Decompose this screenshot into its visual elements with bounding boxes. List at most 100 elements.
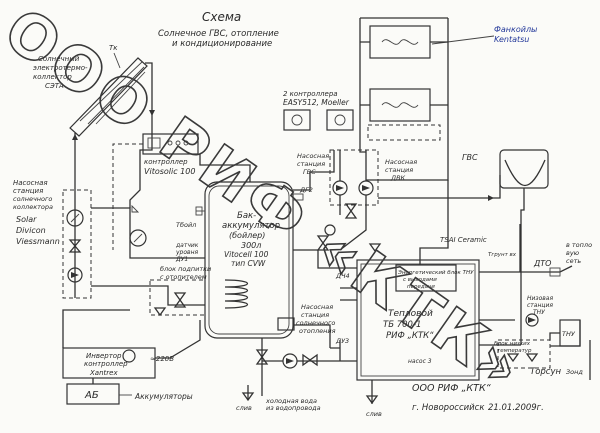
solar-loop-pipe [91, 207, 205, 259]
vitosolic-label-1: контроллер [144, 158, 188, 166]
pump-dvk-label-2: станция [385, 166, 413, 174]
controller-box-1 [283, 109, 311, 131]
solar-station-label-6: Divicon [16, 226, 46, 235]
heating-station-label-3: солнечного [296, 319, 335, 327]
heatpump-frame-label-1: Энергетический блок ТНУ [397, 270, 474, 276]
batteries-label: Аккумуляторы [134, 392, 193, 401]
title-line1: Солнечное ГВС, отопление [158, 29, 279, 39]
arrow-down-icon [149, 110, 155, 116]
heating-station-controller [277, 317, 295, 331]
company-watermark: ООО РИФ «КТК» [0, 0, 538, 407]
cold-water-label-1: холодная вода [265, 397, 317, 405]
heatpump-frame-label-3: передачи [407, 284, 435, 290]
pump-dvk-label-3: ДВК [390, 174, 406, 182]
drain-label-1: слив [236, 404, 252, 412]
boiler-label-1: Бак- [237, 211, 256, 221]
pump-dvk-label-1: Насосная [385, 158, 417, 166]
solar-station-label-1: Насосная [13, 179, 48, 187]
inverter-label-3: Xantrex [89, 369, 118, 377]
drain-label-2: слив [366, 410, 382, 418]
fancoils-leader [431, 35, 495, 45]
pump-gvs-label-1: Насосная [297, 152, 329, 160]
solar-station-label-2: станция [13, 187, 43, 195]
bypass-label-2: с отопителем [160, 273, 207, 281]
low-temp-block [497, 339, 551, 369]
heating-station-label-2: станция [301, 311, 329, 319]
troom-label: Тгрунт вх [488, 252, 517, 258]
valve-icon [506, 353, 520, 363]
boiler-label-2: аккумулятор [222, 221, 280, 231]
valve-icon [255, 349, 269, 365]
v220-label: ≈220В [150, 355, 174, 363]
low-station-label-3: ТНУ [533, 309, 545, 316]
valve-icon [153, 307, 167, 317]
dto-label: ДТО [533, 259, 551, 268]
gauge-icon [66, 209, 84, 227]
check-valve-icon [368, 243, 382, 253]
gauge-icon [324, 224, 336, 236]
solar-station-label-3: солнечного [13, 195, 52, 203]
boiler-tank [204, 181, 294, 339]
controller-box-2 [326, 109, 354, 131]
boiler-label-5: Vitocell 100 [224, 250, 269, 259]
gvs-label: ГВС [462, 153, 478, 162]
fancoils-label-2: Kentatsu [494, 35, 529, 44]
teplovoy-label-1: Тепловой [388, 309, 433, 319]
tboiler-label: Тбойл [176, 221, 196, 229]
valve-icon [68, 239, 82, 253]
valve-icon [316, 235, 330, 251]
heating-station-label-1: Насосная [301, 303, 333, 311]
low-station-label-1: Низовая [527, 295, 553, 302]
solar-collector [69, 57, 148, 137]
teplovoy-label-4: насос 3 [408, 358, 432, 365]
inverter-box [62, 347, 156, 379]
signature-name: Торсун [530, 367, 561, 377]
boiler-label-4: 300л [241, 241, 261, 250]
teplovoy-label-2: ТБ 700-1 [383, 320, 421, 330]
tnu-label: ТНУ [562, 330, 576, 338]
title-heading: Схема [202, 10, 241, 24]
controllers-label-1: 2 контроллера [283, 90, 338, 98]
heatpump-top-block [395, 264, 457, 292]
collector-supply-pipe [139, 62, 153, 168]
heating-station-label-4: отопления [299, 327, 336, 335]
arrow-up-icon [72, 134, 78, 140]
heat-exchanger-coil [224, 279, 248, 309]
tsai-label: TSAI Ceramic [440, 236, 487, 244]
controllers-label-2: EASY512, Moeller [283, 98, 350, 107]
title-line2: и кондиционирование [172, 39, 272, 49]
to-house-label-2: вую [566, 249, 580, 257]
inverter-label-2: контроллер [84, 360, 128, 368]
level-label-2: уровня [175, 249, 198, 256]
valve-icon [302, 353, 318, 367]
solar-station-box [62, 189, 92, 299]
pump-icon [67, 267, 83, 283]
inverter-label-1: Инвертор [86, 352, 122, 360]
bypass-label-1: блок подпитки [160, 265, 211, 273]
valve-icon [173, 292, 187, 308]
pump-group-box [329, 149, 379, 206]
solar-station-label-5: Solar [16, 215, 37, 224]
solar-collector-label-1: Солнечный [38, 55, 80, 63]
dch4-label: ДЧ4 [335, 272, 350, 280]
cold-water-label-2: из водопровода [266, 404, 321, 412]
block-low-label-2: температур [497, 348, 532, 354]
level-label-3: ДУ1 [175, 256, 188, 263]
teplovoy-label-3: РИФ „КТК“ [386, 331, 434, 341]
solar-collector-label-2: электротермо- [33, 64, 88, 72]
solar-collector-label-4: СЭТА [45, 82, 64, 90]
fancoils-label-1: Фанкойлы [494, 25, 537, 34]
heatpump-frame-label-2: с выводами [403, 277, 437, 283]
company-label: ООО РИФ „КТК“ [412, 383, 491, 394]
watermark-text: ООО РИФ «КТК» [0, 0, 538, 407]
pump-gvs-label-2: станция [297, 160, 325, 168]
valve-icon [525, 353, 539, 363]
gauge-icon [129, 229, 147, 247]
tk-label: Тк [109, 44, 118, 52]
arrow-right-icon [488, 195, 494, 201]
zond-label: Зонд [566, 368, 583, 376]
valve-icon [344, 203, 358, 219]
plug-icon [122, 349, 136, 363]
battery-label: АБ [84, 390, 99, 401]
